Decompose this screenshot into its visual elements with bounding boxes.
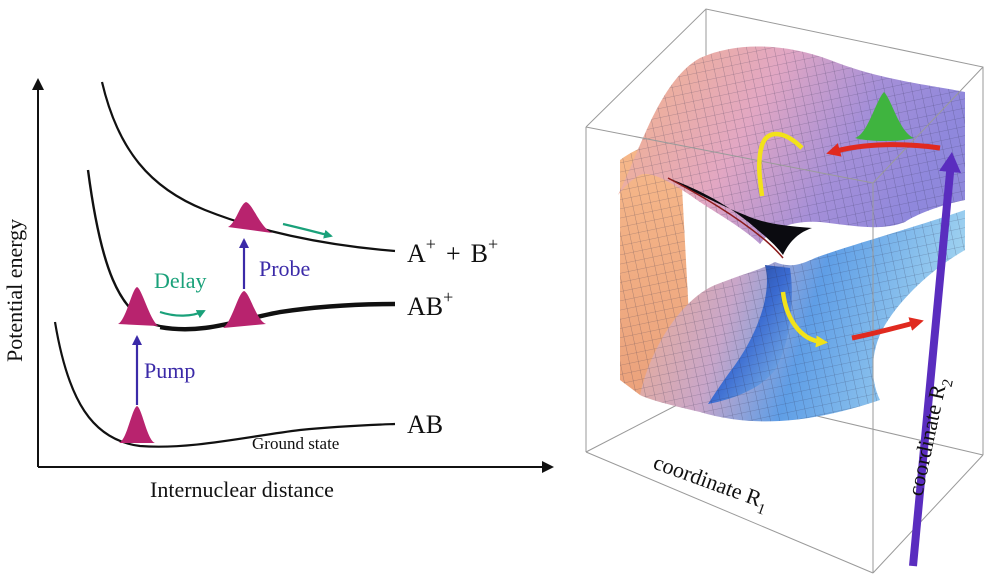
surface-upper-rim [667, 177, 784, 259]
y-axis-label: Potential energy [2, 219, 27, 362]
red-arrow-lower [851, 317, 924, 341]
wavepacket-ion-pair [228, 202, 272, 233]
cation-label-ab: AB [407, 292, 443, 321]
svg-text:AB+: AB+ [407, 287, 453, 321]
surface-upper-underside [668, 178, 812, 255]
ion-pair-label-b: B [471, 239, 488, 268]
ion-pair-curve [100, 81, 396, 253]
wavepacket-upper-surface [855, 92, 914, 141]
axis-label-r2: coordinate R [902, 382, 950, 498]
pump-label: Pump [144, 358, 195, 383]
svg-text:coordinate R2: coordinate R2 [902, 375, 956, 499]
left-energy-diagram: Potential energy Internuclear distance G… [2, 78, 554, 502]
delay-label: Delay [154, 268, 207, 293]
wavepacket-cation-start [118, 287, 158, 326]
svg-text:A++B+: A++B+ [407, 234, 498, 268]
surface-lower-mesh [640, 210, 965, 422]
axis-label-r1-group: coordinate R1 [649, 449, 773, 518]
ion-pair-label-sup1: + [426, 234, 436, 254]
delay-arrow [159, 310, 206, 319]
cation-curve-shadow [159, 303, 396, 332]
axis-label-r2-sub: 2 [940, 378, 957, 389]
svg-text:coordinate R1: coordinate R1 [649, 449, 773, 518]
wavepacket-ground [119, 406, 155, 443]
ground-state-label: Ground state [252, 434, 339, 453]
ground-state-curve [53, 321, 396, 448]
plot-box-front [585, 66, 984, 574]
probe-label: Probe [259, 256, 310, 281]
wavepacket-cation-delayed [223, 291, 266, 328]
cation-label: AB+ [407, 287, 453, 321]
ion-pair-label: A++B+ [407, 234, 498, 268]
axis-label-r2-group: coordinate R2 [902, 375, 956, 499]
ion-pair-label-a: A [407, 239, 426, 268]
yellow-arrow-lower [780, 291, 828, 348]
ground-curve-label: AB [407, 410, 443, 439]
purple-excitation-arrow [909, 152, 962, 567]
x-axis-label: Internuclear distance [150, 477, 334, 502]
ion-pair-label-plus: + [446, 239, 461, 268]
right-surface-plot: coordinate R1 coordinate R2 [585, 8, 984, 574]
cation-curve [86, 169, 396, 330]
conical-funnel-mesh [708, 265, 792, 404]
axis-label-r1: coordinate R [650, 449, 765, 511]
red-arrow-upper [826, 142, 941, 157]
dissociation-arrow [282, 222, 333, 239]
cation-label-sup: + [443, 287, 453, 307]
ion-pair-label-sup2: + [488, 234, 498, 254]
yellow-arrow-upper [757, 131, 804, 197]
